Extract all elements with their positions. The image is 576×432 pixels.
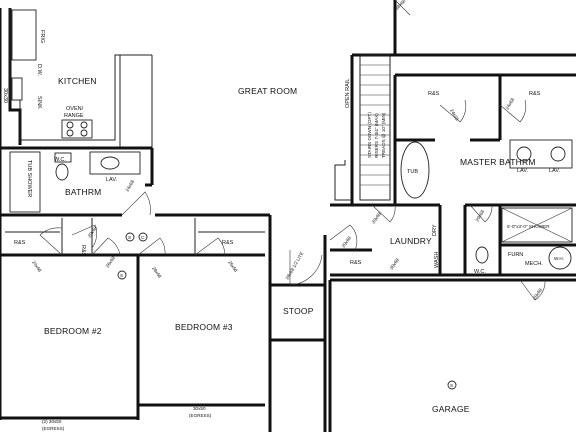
annotations: 30x30 OPEN RAIL STAIRS DOWN (OPT) RISERS… — [2, 79, 386, 431]
room-stoop: STOOP — [283, 306, 314, 316]
door-label: 28x68 1/2 LITE — [285, 251, 305, 280]
egress-label-a: (2) 30x50 — [42, 419, 62, 424]
door-label: 28x68 — [394, 0, 407, 11]
label-wh: W.H. — [554, 256, 564, 261]
range-icon — [61, 119, 93, 139]
smoke-detector-icon — [125, 232, 135, 242]
egress-label-a2: (EGRESS) — [42, 426, 65, 431]
label-range: RANGE — [64, 113, 84, 119]
door-label: 30x68 — [389, 257, 401, 270]
label-smoke-2: S — [128, 235, 131, 240]
master-tub-icon — [400, 141, 430, 199]
fridge-icon — [11, 9, 37, 61]
label-dw: D.W. — [36, 64, 42, 76]
door-label: 20x68 — [87, 225, 99, 238]
egress-label-b: 30x50 — [193, 406, 206, 411]
door-label: 24x68 — [449, 108, 460, 122]
fixture-labels: FRIG D.W. SINK OVEN/ RANGE W.C. LAV. TUB… — [14, 30, 564, 388]
stairs-note-2: RISERS 7-3/4" (MAX) — [374, 113, 379, 158]
door-label: 26x68 — [105, 255, 117, 268]
label-frig: FRIG — [39, 30, 45, 43]
co-detector-icon — [138, 232, 148, 242]
label-dry: DRY — [432, 224, 438, 236]
room-bedroom2: BEDROOM #2 — [44, 326, 102, 336]
smoke-detector-icon — [447, 380, 457, 390]
smoke-detector-icon — [117, 270, 127, 280]
room-great-room: GREAT ROOM — [238, 86, 297, 96]
wc-icon — [55, 163, 69, 181]
label-rs-2: R&S — [80, 245, 86, 257]
label-tub: TUB — [407, 169, 418, 175]
label-rs-6: R&S — [350, 260, 362, 266]
door-label: 20x68 — [532, 287, 544, 300]
label-lav-master-2: LAV. — [549, 168, 560, 174]
window-30x30: 30x30 — [2, 88, 8, 103]
label-furn: FURN — [508, 252, 523, 258]
stairs-note-1: STAIRS DOWN (OPT) — [367, 112, 372, 158]
door-label: 28x68 — [151, 266, 163, 279]
room-master-bath: MASTER BATHRM — [460, 157, 536, 167]
water-heater-icon — [548, 246, 572, 270]
label-lav-master-1: LAV. — [517, 168, 528, 174]
room-bathroom: BATHRM — [65, 187, 101, 197]
label-co: C — [141, 235, 145, 240]
label-rs-3: R&S — [222, 240, 234, 246]
label-wc-master: W.C. — [474, 269, 486, 275]
label-shower: 5'-0"x3'-0" SHOWER — [507, 224, 550, 229]
door-label: 20x68 — [475, 209, 486, 223]
stairs — [334, 64, 390, 201]
door-label: 24x68 — [125, 179, 136, 193]
label-tub-shower: TUB SHOWER — [26, 160, 32, 197]
egress-label-b2: (EGRESS) — [189, 413, 212, 418]
label-mech: MECH. — [525, 261, 543, 267]
label-smoke-3: S — [450, 383, 453, 388]
label-rs-4: R&S — [428, 91, 440, 97]
label-rs-5: R&S — [529, 91, 541, 97]
label-rs-1: R&S — [14, 240, 26, 246]
open-rail-label: OPEN RAIL — [345, 79, 351, 108]
door-label: 24x68 — [31, 260, 43, 273]
label-oven: OVEN/ — [66, 106, 84, 112]
room-laundry: LAUNDRY — [390, 236, 432, 246]
label-smoke-1: S — [120, 273, 123, 278]
room-bedroom3: BEDROOM #3 — [175, 322, 233, 332]
stairs-note-3: TREADS @ 10" (MIN) — [381, 112, 386, 158]
master-wc-icon — [475, 246, 489, 264]
label-sink: SINK — [36, 96, 42, 109]
label-lav-bath: LAV. — [106, 177, 117, 183]
room-labels: KITCHEN GREAT ROOM BATHRM MASTER BATHRM … — [44, 76, 536, 414]
room-garage: GARAGE — [432, 404, 470, 414]
door-label: 24x68 — [505, 97, 516, 111]
label-wash: WASH — [434, 252, 440, 268]
door-label: 26x68 — [227, 260, 239, 273]
door-label: 20x68 — [371, 211, 383, 224]
kitchen-sink-icon — [11, 77, 23, 101]
door-label: 20x68 — [341, 235, 353, 248]
room-kitchen: KITCHEN — [58, 76, 97, 86]
label-wc-bath: W.C. — [54, 157, 66, 163]
tub-shower-icon — [9, 151, 41, 213]
door-swings — [39, 0, 546, 301]
fixtures — [9, 9, 573, 390]
